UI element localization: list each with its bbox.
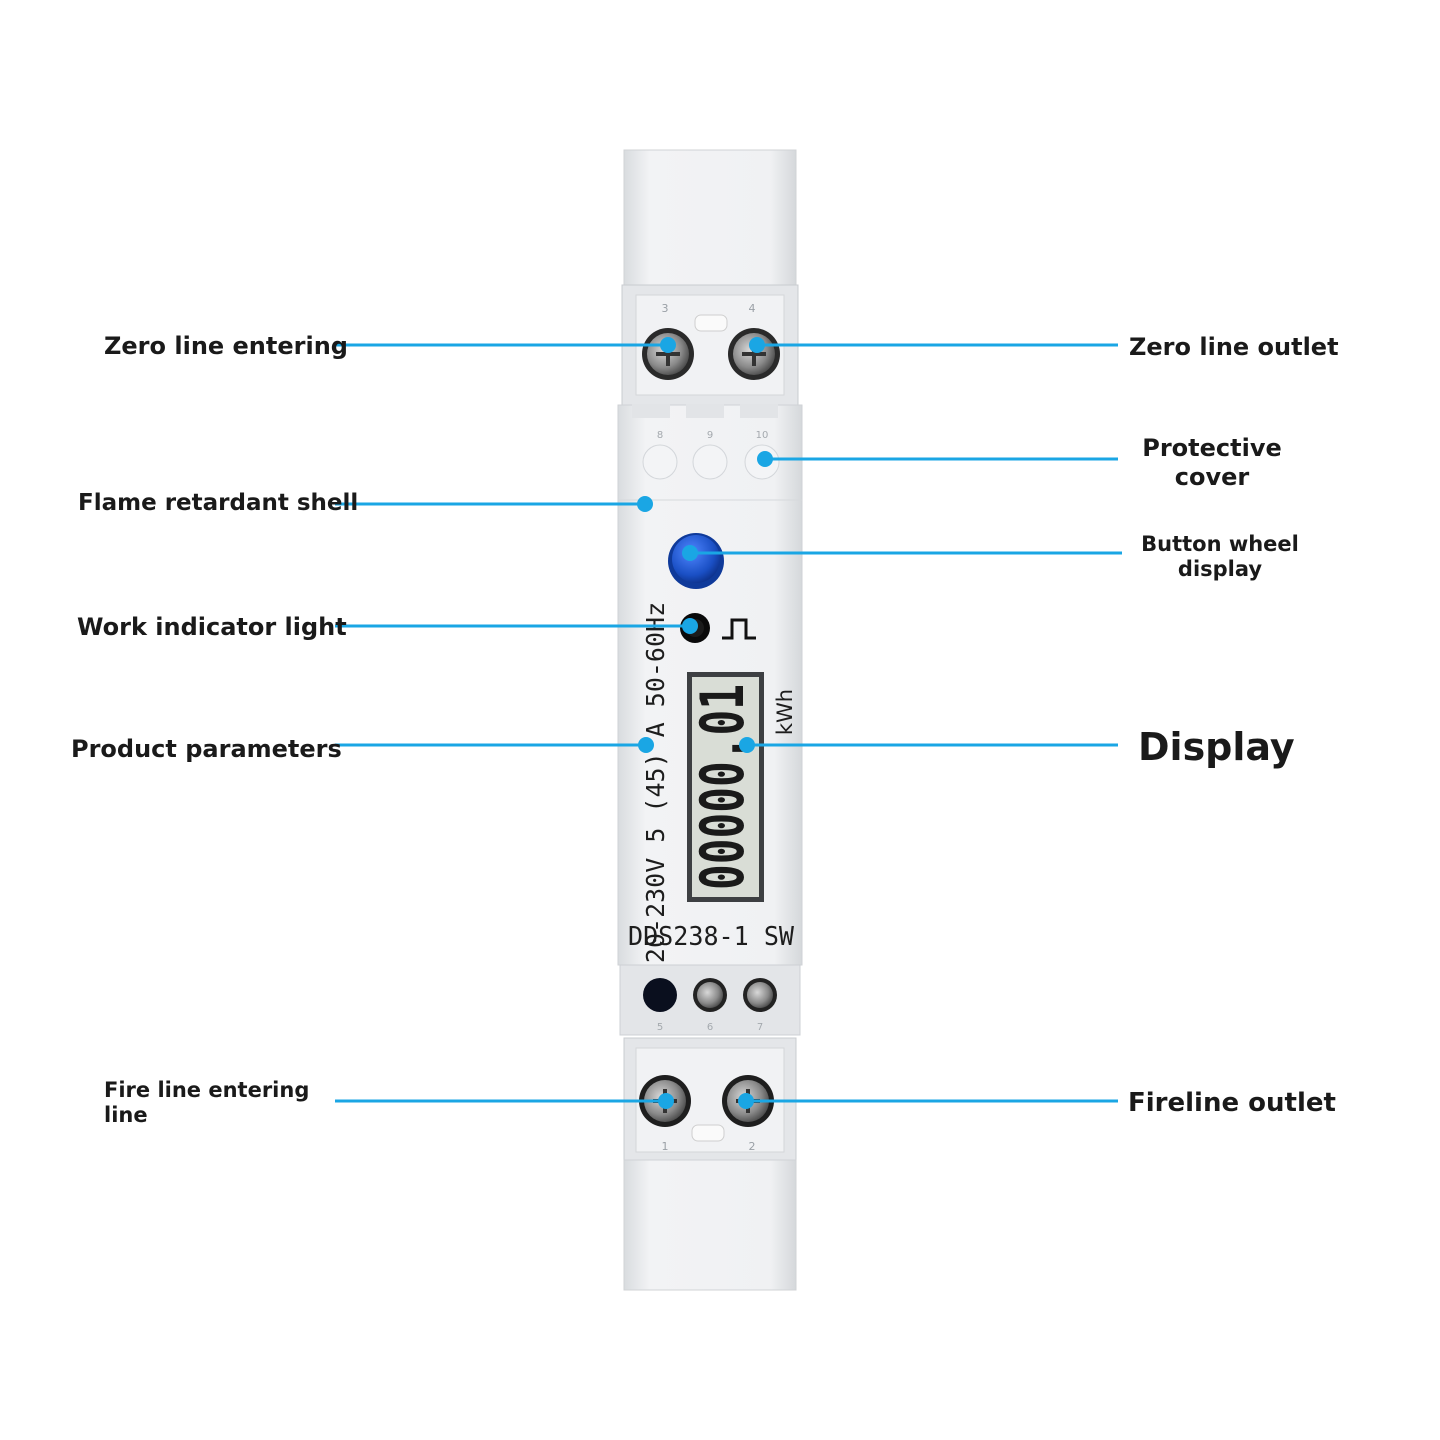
terminal-number-9: 9: [707, 430, 713, 441]
bottom-din-clip: [623, 1159, 797, 1291]
label-flame-retardant-shell: Flame retardant shell: [78, 490, 359, 516]
terminal-number-6: 6: [707, 1022, 713, 1033]
lcd-display: 00000.01: [687, 672, 764, 902]
zero-line-outlet-screw-icon: [728, 328, 780, 380]
label-protective-cover-line-1: Protective: [1142, 434, 1282, 462]
pulse-symbol-icon: [722, 618, 756, 640]
terminal-number-10: 10: [756, 430, 769, 441]
product-parameters-text: 220-230V 5 (45) A 50-60Hz: [641, 602, 670, 978]
lcd-unit: kWh: [773, 689, 797, 735]
label-zero-line-outlet: Zero line outlet: [1129, 333, 1339, 361]
display-button-icon[interactable]: [668, 533, 724, 589]
label-product-parameters: Product parameters: [71, 735, 342, 763]
bottom-terminal-block: 1 2: [623, 1037, 797, 1161]
label-protective-cover: Protective cover: [1132, 434, 1292, 492]
callout-dot-protective-cover: [757, 451, 773, 467]
zero-line-entering-screw-icon: [642, 328, 694, 380]
callout-dot-zero-line-outlet: [749, 337, 765, 353]
label-button-wheel-display: Button wheel display: [1130, 532, 1310, 582]
terminal-number-1: 1: [662, 1140, 669, 1153]
label-button-wheel-display-line-2: display: [1177, 557, 1263, 582]
terminal-number-5: 5: [657, 1022, 663, 1033]
top-din-clip: [623, 149, 797, 291]
model-number: DDS238-1 SW: [628, 922, 794, 952]
label-fire-line-entering-line: Fire line entering line: [104, 1078, 309, 1128]
label-protective-cover-line-2: cover: [1174, 462, 1250, 491]
terminal-number-2: 2: [749, 1140, 756, 1153]
lcd-reading: 00000.01: [688, 684, 758, 890]
terminal-number-4: 4: [749, 302, 756, 315]
terminal-number-8: 8: [657, 430, 663, 441]
callout-lines: [335, 337, 1122, 1109]
label-fire-line-entering-line-1: Fire line entering: [104, 1078, 310, 1102]
label-work-indicator-light: Work indicator light: [77, 613, 347, 641]
label-fire-line-entering-line-2: line: [104, 1103, 148, 1128]
label-button-wheel-display-line-1: Button wheel: [1141, 532, 1299, 556]
callout-dot-display: [739, 737, 755, 753]
lower-terminal-block: 5 6 7: [619, 964, 801, 1036]
callout-dot-button-wheel-display: [682, 545, 698, 561]
label-fireline-outlet: Fireline outlet: [1128, 1088, 1336, 1118]
label-zero-line-entering: Zero line entering: [104, 332, 348, 360]
callout-dot-work-indicator-light: [682, 618, 698, 634]
label-display: Display: [1138, 725, 1295, 769]
callout-dot-zero-line-entering: [660, 337, 676, 353]
callout-dot-fire-line-entering: [658, 1093, 674, 1109]
terminal-number-7: 7: [757, 1022, 763, 1033]
top-terminal-block: 3 4: [621, 284, 799, 406]
callout-dot-flame-retardant-shell: [637, 496, 653, 512]
terminal-number-3: 3: [662, 302, 669, 315]
callout-dot-fireline-outlet: [738, 1093, 754, 1109]
callout-dot-product-parameters: [638, 737, 654, 753]
